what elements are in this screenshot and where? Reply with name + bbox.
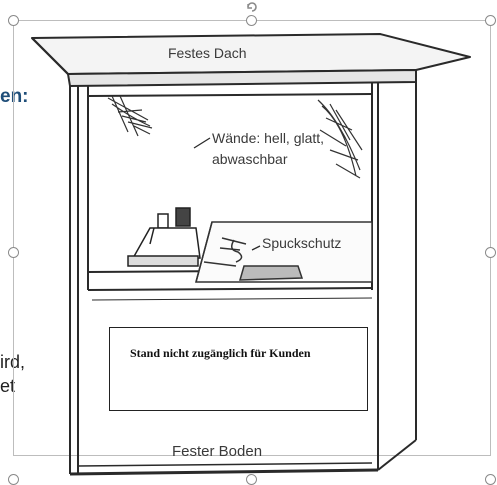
roof-shape xyxy=(32,34,470,74)
rotate-handle-icon[interactable] xyxy=(245,0,259,14)
resize-handle-middle-right[interactable] xyxy=(485,247,496,258)
walls-label-line1: Wände: hell, glatt, xyxy=(212,130,324,146)
resize-handle-middle-left[interactable] xyxy=(8,247,19,258)
resize-handle-top-middle[interactable] xyxy=(246,15,257,26)
floor-label: Fester Boden xyxy=(172,443,262,460)
resize-handle-bottom-middle[interactable] xyxy=(246,474,257,485)
roof-label: Festes Dach xyxy=(168,45,247,61)
not-accessible-notice: Stand nicht zugänglich für Kunden xyxy=(109,327,368,411)
resize-handle-top-right[interactable] xyxy=(485,15,496,26)
sneeze-guard-label: Spuckschutz xyxy=(262,235,341,251)
resize-handle-bottom-left[interactable] xyxy=(8,474,19,485)
resize-handle-top-left[interactable] xyxy=(8,15,19,26)
walls-label-line2: abwaschbar xyxy=(212,151,288,167)
resize-handle-bottom-right[interactable] xyxy=(485,474,496,485)
